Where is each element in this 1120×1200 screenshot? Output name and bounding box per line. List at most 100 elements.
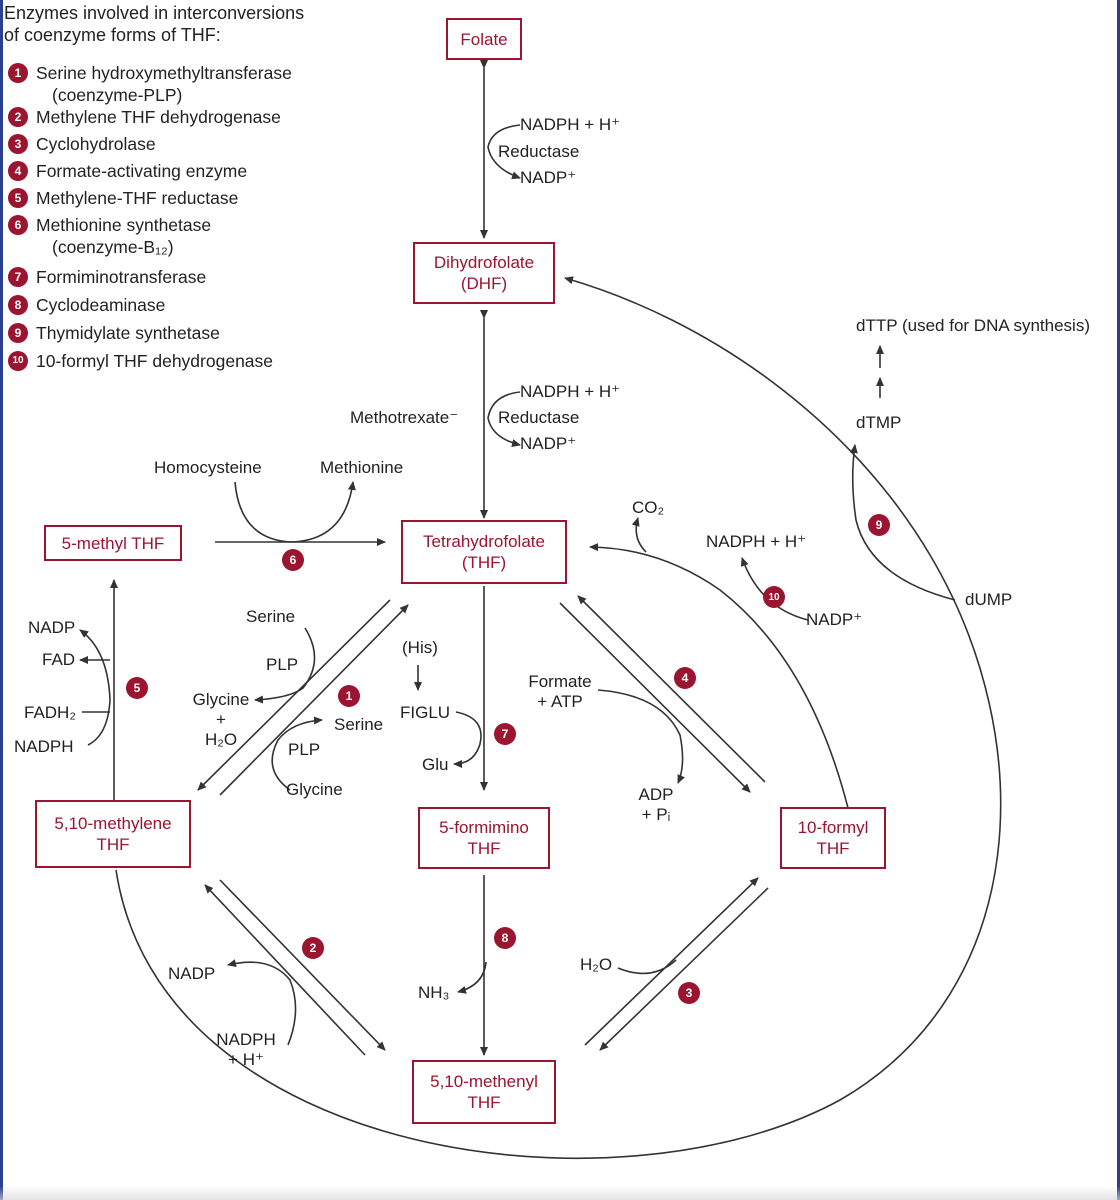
label-formate-atp: Formate + ATP bbox=[528, 672, 592, 711]
reductase-1-cofactor-arrow bbox=[487, 124, 521, 180]
enzyme-badge-2: 2 bbox=[302, 937, 324, 959]
node-10-formyl-thf[interactable]: 10-formyl THF bbox=[780, 807, 886, 869]
reductase-5-cofactor-arrow bbox=[79, 629, 111, 746]
legend-number-badge: 10 bbox=[8, 351, 28, 371]
node-folate[interactable]: Folate bbox=[446, 18, 522, 60]
label-serine-a: Serine bbox=[246, 607, 296, 626]
legend-number-badge: 9 bbox=[8, 323, 28, 343]
nh3-arrow bbox=[457, 961, 487, 994]
legend-item-4: 4 Formate-activating enzyme bbox=[8, 160, 292, 187]
legend-item-label: Serine hydroxymethyltransferase bbox=[36, 63, 292, 83]
serine-glycine-arrow-1 bbox=[254, 627, 316, 704]
dump-to-dtmp-arrow bbox=[849, 444, 956, 601]
label-homocysteine: Homocysteine bbox=[154, 458, 262, 477]
legend-item-label: Methylene THF dehydrogenase bbox=[36, 107, 281, 127]
label-nadph-h-1: NADPH + H⁺ bbox=[520, 115, 621, 134]
label-nadph-h-2r: NADPH + H⁺ bbox=[216, 1030, 276, 1069]
label-nadph-h-10: NADPH + H⁺ bbox=[706, 532, 807, 551]
legend-item-label: Cyclodeaminase bbox=[36, 295, 166, 315]
node-5-formimino-thf[interactable]: 5-formimino THF bbox=[418, 807, 550, 869]
label-h2o-3: H₂O bbox=[580, 955, 613, 974]
enzyme-badge-9: 9 bbox=[868, 514, 890, 536]
legend-item-label: Methionine synthetase bbox=[36, 215, 212, 235]
label-nadp-1: NADP⁺ bbox=[520, 168, 577, 187]
node-5-10-methylene-thf[interactable]: 5,10-methylene THF bbox=[35, 800, 191, 868]
label-fadh2-5: FADH₂ bbox=[24, 703, 76, 722]
figlu-glu-arrow bbox=[453, 711, 482, 768]
legend-number-badge: 8 bbox=[8, 295, 28, 315]
label-nadph-h-2: NADPH + H⁺ bbox=[520, 382, 621, 401]
label-nadp-10: NADP⁺ bbox=[806, 610, 863, 629]
legend-number-badge: 3 bbox=[8, 134, 28, 154]
enzyme-badge-5: 5 bbox=[126, 677, 148, 699]
methenyl-to-formyl-arrow bbox=[584, 877, 759, 1046]
legend-item-label: Formiminotransferase bbox=[36, 267, 207, 287]
label-his: (His) bbox=[402, 638, 438, 657]
label-dtmp: dTMP bbox=[856, 413, 902, 432]
enzyme-legend: 1 Serine hydroxymethyltransferase(coenzy… bbox=[8, 62, 292, 378]
legend-number-badge: 4 bbox=[8, 161, 28, 181]
legend-item-sublabel: (coenzyme-PLP) bbox=[52, 85, 183, 105]
thf-to-formyl-arrow bbox=[559, 602, 751, 793]
label-nh3: NH₃ bbox=[418, 983, 450, 1002]
glycine-serine-arrow-1 bbox=[271, 716, 323, 791]
methylene-to-dhf-loop-arrow bbox=[115, 276, 1002, 1160]
legend-number-badge: 7 bbox=[8, 267, 28, 287]
formate-adp-arrow bbox=[597, 689, 685, 784]
legend-title: Enzymes involved in interconversions of … bbox=[4, 3, 305, 45]
legend-item-5: 5 Methylene-THF reductase bbox=[8, 187, 292, 214]
homocysteine-methionine-arrow bbox=[234, 481, 356, 543]
label-nadp-5: NADP bbox=[28, 618, 76, 637]
label-nadp-2r: NADP bbox=[168, 964, 216, 983]
node-tetrahydrofolate[interactable]: Tetrahydrofolate (THF) bbox=[401, 520, 567, 584]
label-reductase-2: Reductase bbox=[498, 408, 580, 427]
legend-number-badge: 1 bbox=[8, 63, 28, 83]
node-5-10-methenyl-thf[interactable]: 5,10-methenyl THF bbox=[412, 1060, 556, 1124]
legend-number-badge: 6 bbox=[8, 215, 28, 235]
legend-item-8: 8 Cyclodeaminase bbox=[8, 294, 292, 322]
legend-item-3: 3 Cyclohydrolase bbox=[8, 133, 292, 160]
label-serine-b: Serine bbox=[334, 715, 384, 734]
label-dttp: dTTP (used for DNA synthesis) bbox=[856, 316, 1090, 335]
label-figlu: FIGLU bbox=[400, 703, 451, 722]
legend-item-1: 1 Serine hydroxymethyltransferase(coenzy… bbox=[8, 62, 292, 106]
frame-left-edge bbox=[0, 0, 3, 1200]
label-glu: Glu bbox=[422, 755, 449, 774]
enzyme-badge-4: 4 bbox=[674, 667, 696, 689]
node-dihydrofolate[interactable]: Dihydrofolate (DHF) bbox=[413, 242, 555, 304]
label-fad-5: FAD bbox=[42, 650, 76, 669]
label-nadph-5: NADPH bbox=[14, 737, 74, 756]
methylene-to-thf-arrow bbox=[219, 604, 409, 796]
methenyl-to-methylene-arrow bbox=[204, 884, 366, 1056]
legend-item-label: Formate-activating enzyme bbox=[36, 161, 248, 181]
co2-arrow bbox=[631, 517, 647, 553]
label-adp-pi: ADP + Pᵢ bbox=[638, 785, 674, 824]
legend-item-label: Methylene-THF reductase bbox=[36, 188, 239, 208]
label-dump: dUMP bbox=[965, 590, 1013, 609]
enzyme-badge-10: 10 bbox=[763, 586, 785, 608]
label-methotrexate: Methotrexate⁻ bbox=[350, 408, 459, 427]
frame-right-edge bbox=[1117, 0, 1120, 1200]
legend-item-9: 9 Thymidylate synthetase bbox=[8, 322, 292, 350]
legend-item-10: 10 10-formyl THF dehydrogenase bbox=[8, 350, 292, 378]
legend-item-label: Cyclohydrolase bbox=[36, 134, 156, 154]
legend-item-7: 7 Formiminotransferase bbox=[8, 266, 292, 294]
label-methionine: Methionine bbox=[320, 458, 404, 477]
formyl-to-thf-dehydrogenase-arrow bbox=[589, 543, 849, 809]
node-5-methyl-thf[interactable]: 5-methyl THF bbox=[44, 525, 182, 561]
label-reductase-1: Reductase bbox=[498, 142, 580, 161]
legend-item-2: 2 Methylene THF dehydrogenase bbox=[8, 106, 292, 133]
label-glycine-b: Glycine bbox=[286, 780, 343, 799]
legend-item-label: Thymidylate synthetase bbox=[36, 323, 220, 343]
label-plp-a: PLP bbox=[266, 655, 299, 674]
legend-item-label: 10-formyl THF dehydrogenase bbox=[36, 351, 274, 371]
enzyme-badge-3: 3 bbox=[678, 982, 700, 1004]
enzyme-badge-7: 7 bbox=[494, 723, 516, 745]
bottom-fade bbox=[0, 1186, 1120, 1200]
thf-to-methylene-arrow bbox=[197, 599, 391, 791]
enzyme-badge-1: 1 bbox=[338, 685, 360, 707]
label-co2: CO₂ bbox=[632, 498, 665, 517]
nadph-nadp-2-arrow bbox=[227, 959, 297, 1046]
legend-number-badge: 2 bbox=[8, 107, 28, 127]
legend-item-sublabel: (coenzyme-B₁₂) bbox=[52, 237, 174, 257]
